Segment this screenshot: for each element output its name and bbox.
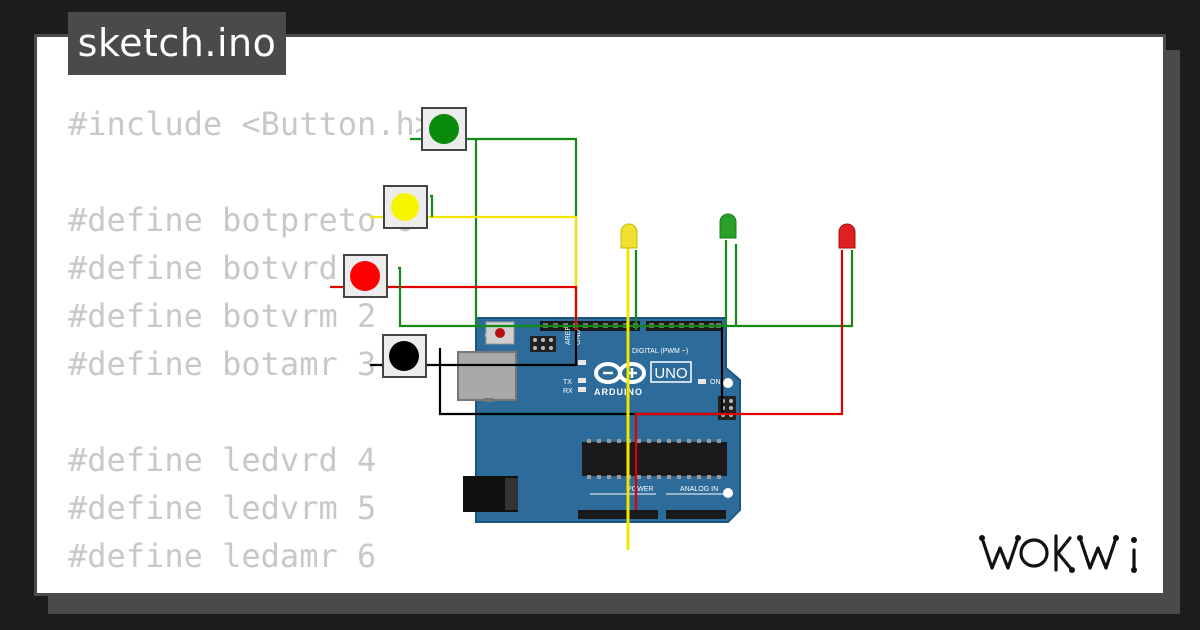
code-line: #define ledvrm 5	[68, 489, 377, 527]
analog-header	[666, 510, 726, 519]
rx-label: RX	[563, 388, 573, 395]
red-led[interactable]	[838, 223, 856, 249]
digital-label: DIGITAL (PWM ~)	[632, 348, 688, 355]
usb-connector	[457, 351, 517, 401]
code-editor: #include <Button.h>#define botpreto 0#de…	[68, 100, 434, 580]
arduino-uno-board[interactable]: AREF GND DIGITAL (PWM ~) TX RX ON UNO AR…	[457, 317, 741, 523]
code-line: #define botvrd 1	[68, 249, 377, 287]
green-led[interactable]	[719, 213, 737, 239]
arduino-logo-icon	[594, 362, 646, 384]
board-brand-label: ARDUINO	[594, 387, 643, 397]
wokwi-logo	[979, 534, 1137, 573]
reset-button	[495, 328, 505, 338]
file-title-tab[interactable]: sketch.ino	[68, 12, 286, 75]
power-header	[578, 510, 658, 519]
code-line: #define ledamr 6	[68, 537, 377, 575]
microcontroller-chip	[582, 442, 727, 476]
yellow-button[interactable]	[383, 185, 428, 229]
on-label: ON	[710, 379, 721, 386]
code-line: #include <Button.h>	[68, 105, 435, 143]
green-button[interactable]	[421, 107, 467, 151]
code-line: #define ledvrd 4	[68, 441, 377, 479]
board-model-label: UNO	[654, 365, 687, 382]
red-button[interactable]	[343, 254, 388, 298]
code-line: #define botvrm 2	[68, 297, 377, 335]
tx-label: TX	[563, 379, 572, 386]
analog-label: ANALOG IN	[680, 486, 718, 493]
gnd-label: GND	[575, 329, 582, 345]
black-button[interactable]	[382, 334, 427, 378]
power-label: POWER	[627, 486, 653, 493]
yellow-led[interactable]	[620, 223, 638, 249]
code-line: #define botamr 3	[68, 345, 377, 383]
aref-label: AREF	[565, 326, 572, 345]
